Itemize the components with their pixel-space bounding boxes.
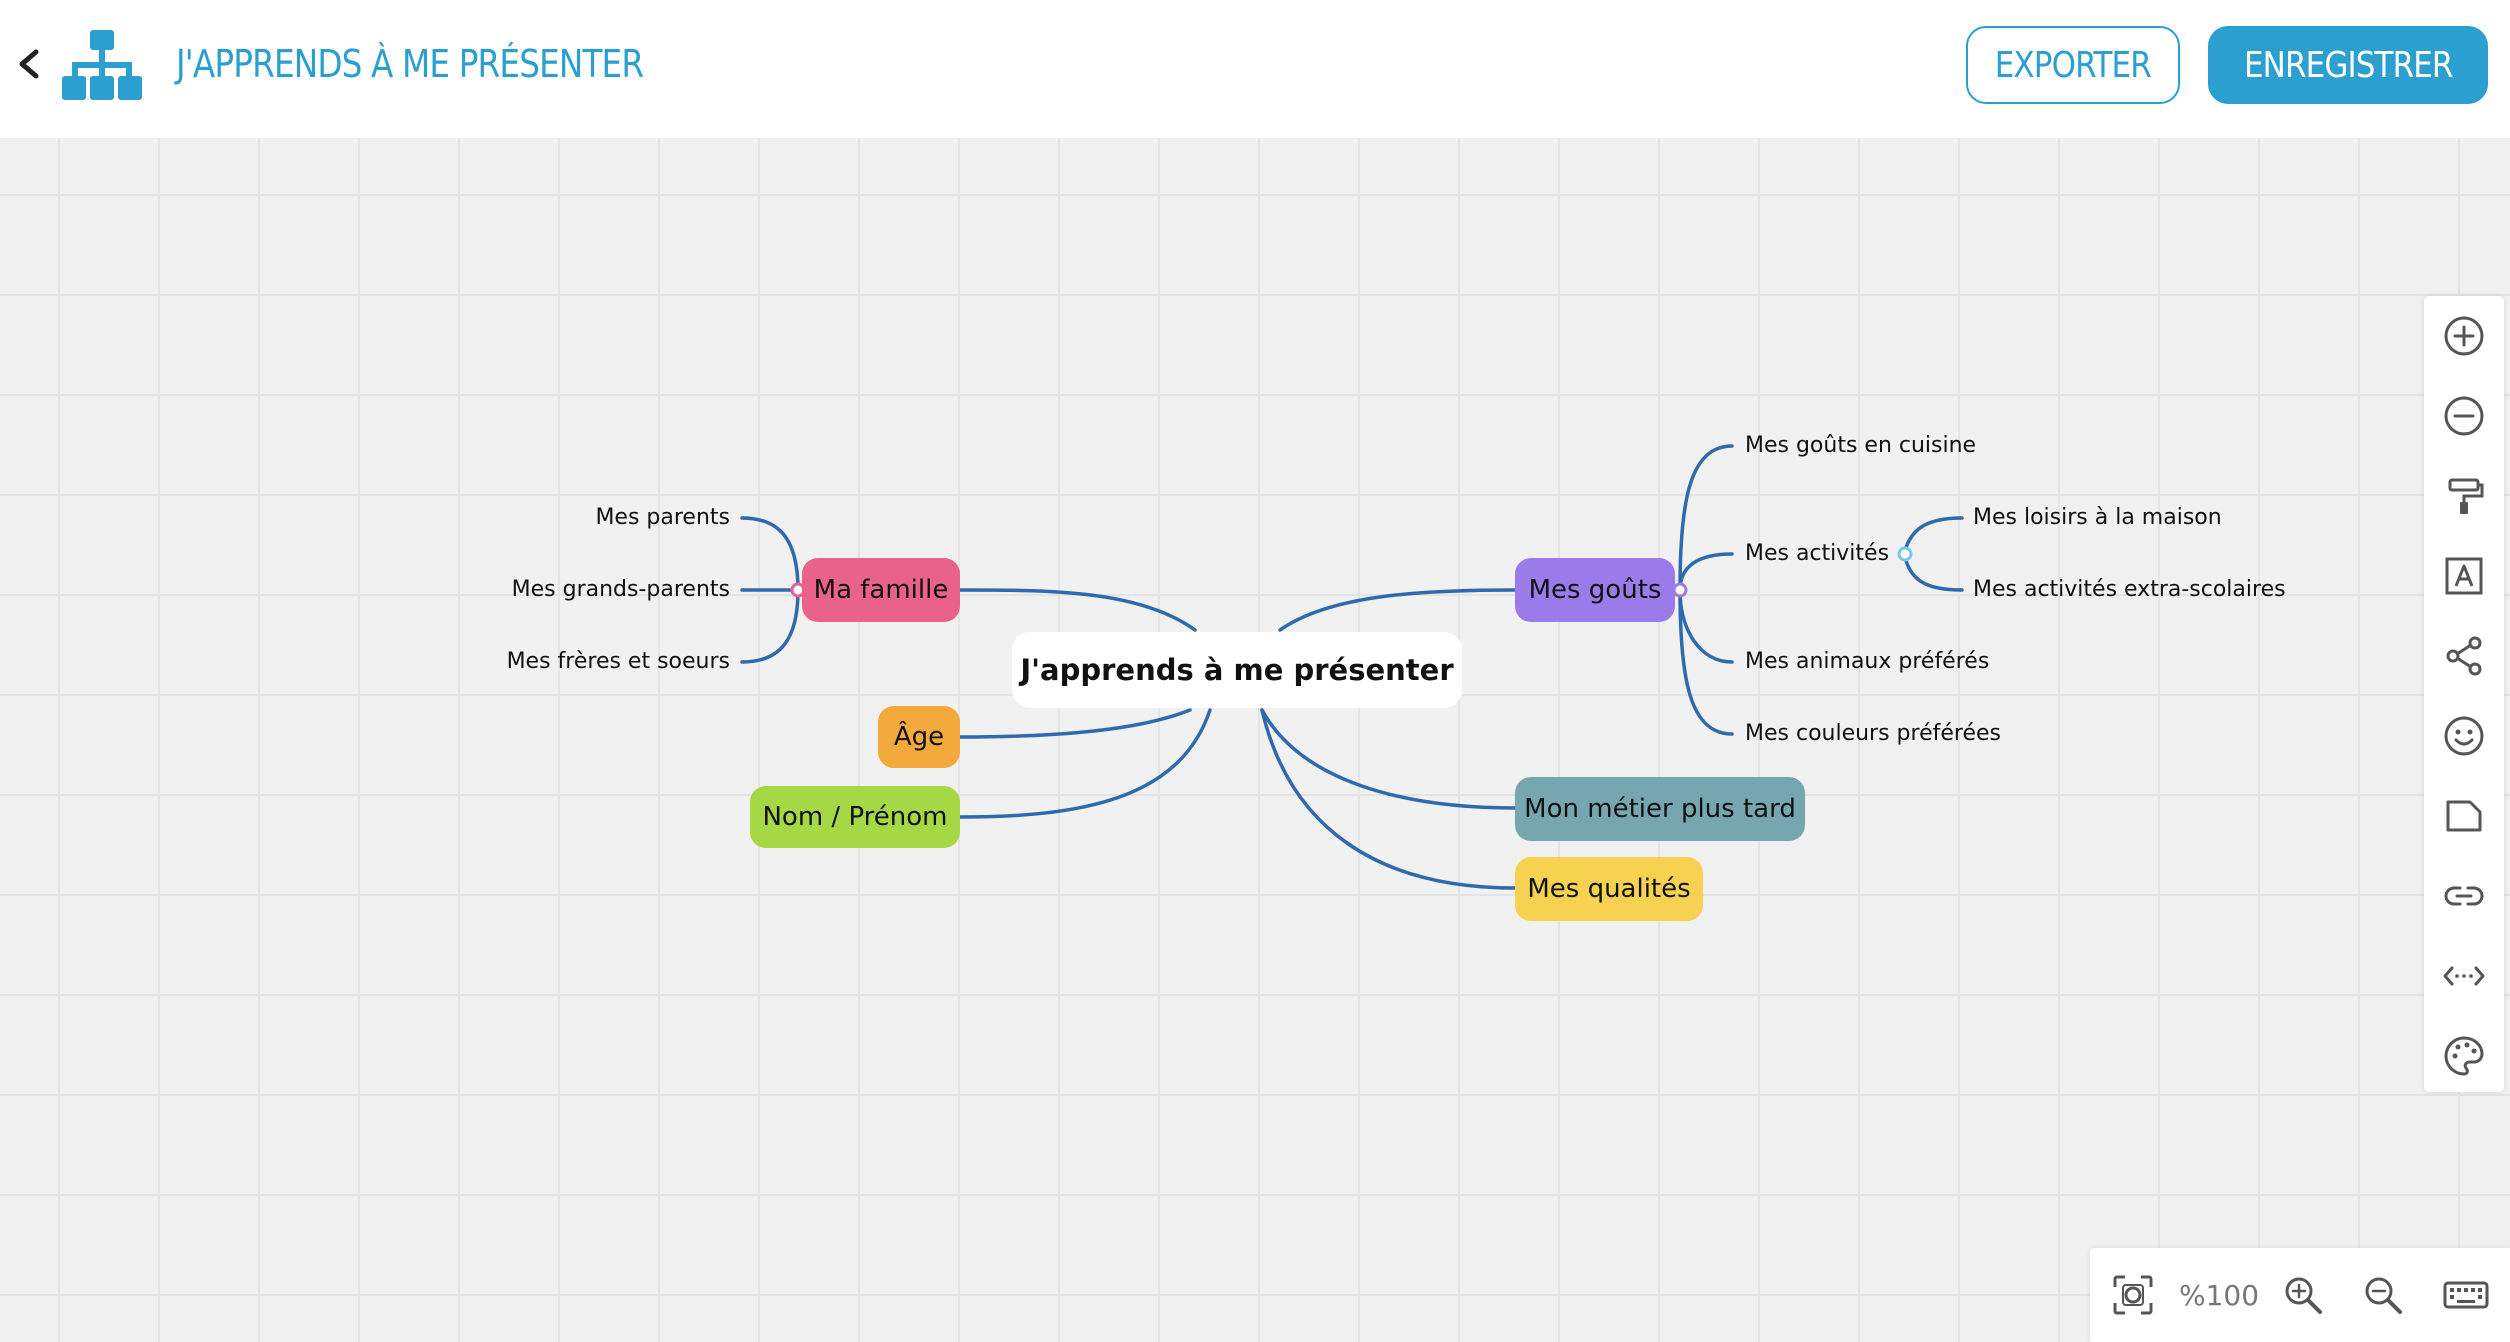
leaf-mes-grands-parents[interactable]: Mes grands-parents	[511, 577, 730, 602]
keyboard-shortcuts-icon[interactable]	[2438, 1270, 2494, 1320]
link-famille-freres	[740, 588, 800, 664]
save-button[interactable]: Enregistrer	[2208, 26, 2488, 104]
remove-icon[interactable]	[2438, 390, 2490, 442]
link-root-age	[958, 708, 1192, 739]
node-ma-famille[interactable]: Ma famille	[802, 558, 960, 622]
link-activites-extra	[1902, 552, 1964, 592]
mindmap-root-node[interactable]: J'apprends à me présenter	[1012, 632, 1462, 708]
leaf-mes-couleurs-preferees[interactable]: Mes couleurs préférées	[1745, 721, 2001, 746]
export-button-label: Exporter	[1994, 44, 2152, 86]
link-root-famille	[958, 588, 1197, 632]
node-mon-metier-plus-tard[interactable]: Mon métier plus tard	[1515, 777, 1805, 841]
leaf-mes-parents[interactable]: Mes parents	[595, 505, 730, 530]
mindmap-logo-icon	[62, 30, 142, 102]
link-root-gouts	[1278, 588, 1517, 632]
link-activites-loisirs	[1902, 516, 1964, 556]
palette-icon[interactable]	[2438, 1030, 2490, 1082]
share-icon[interactable]	[2438, 630, 2490, 682]
node-mes-qualites[interactable]: Mes qualités	[1515, 857, 1703, 921]
leaf-mes-gouts-en-cuisine[interactable]: Mes goûts en cuisine	[1745, 433, 1977, 458]
leaf-mes-animaux-preferes[interactable]: Mes animaux préférés	[1745, 649, 1990, 674]
link-gouts-cuisine	[1678, 444, 1734, 592]
back-icon[interactable]	[10, 44, 50, 84]
leaf-mes-activites-extra-scolaires[interactable]: Mes activités extra-scolaires	[1973, 577, 2286, 602]
format-paint-icon[interactable]	[2438, 470, 2490, 522]
node-age[interactable]: Âge	[878, 706, 960, 768]
right-toolbar	[2424, 296, 2504, 1092]
add-icon[interactable]	[2438, 310, 2490, 362]
node-nom-prenom[interactable]: Nom / Prénom	[750, 786, 960, 848]
leaf-mes-activites[interactable]: Mes activités	[1745, 541, 1890, 566]
link-icon[interactable]	[2438, 870, 2490, 922]
app-header: J'apprends à me présenter Exporter Enreg…	[0, 0, 2510, 138]
note-icon[interactable]	[2438, 790, 2490, 842]
activites-collapse-handle	[1897, 546, 1913, 562]
node-mes-gouts[interactable]: Mes goûts	[1515, 558, 1675, 622]
code-icon[interactable]	[2438, 950, 2490, 1002]
link-famille-parents	[740, 516, 800, 592]
bottom-view-bar: %100	[2090, 1248, 2510, 1342]
zoom-level: %100	[2178, 1278, 2260, 1312]
zoom-in-icon[interactable]	[2278, 1270, 2328, 1320]
link-gouts-couleurs	[1678, 588, 1734, 736]
emoji-icon[interactable]	[2438, 710, 2490, 762]
mindmap-canvas[interactable]	[0, 138, 2510, 1342]
text-style-icon[interactable]	[2438, 550, 2490, 602]
link-root-qualites	[1260, 708, 1517, 890]
export-button[interactable]: Exporter	[1966, 26, 2180, 104]
gouts-collapse-handle	[1672, 582, 1688, 598]
link-gouts-animaux	[1678, 588, 1734, 664]
leaf-mes-loisirs-a-la-maison[interactable]: Mes loisirs à la maison	[1973, 505, 2222, 530]
zoom-out-icon[interactable]	[2358, 1270, 2408, 1320]
save-button-label: Enregistrer	[2243, 44, 2453, 86]
document-title[interactable]: J'apprends à me présenter	[176, 42, 644, 86]
link-root-nom	[958, 708, 1212, 819]
link-root-metier	[1260, 708, 1517, 810]
fit-to-screen-icon[interactable]	[2108, 1270, 2158, 1320]
link-gouts-activites	[1678, 552, 1734, 592]
leaf-mes-freres-et-soeurs[interactable]: Mes frères et soeurs	[506, 649, 730, 674]
